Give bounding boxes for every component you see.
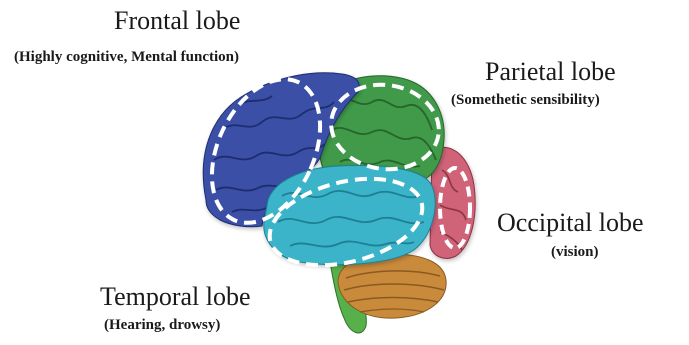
temporal-lobe-description: (Hearing, drowsy) [104, 317, 220, 334]
parietal-lobe-description: (Somethetic sensibility) [451, 92, 600, 109]
parietal-lobe-name: Parietal lobe [485, 57, 616, 87]
frontal-lobe-description: (Highly cognitive, Mental function) [14, 49, 239, 66]
occipital-lobe-name: Occipital lobe [497, 208, 644, 238]
temporal-lobe-name: Temporal lobe [100, 282, 251, 312]
temporal-lobe [264, 166, 435, 265]
occipital-lobe-description: (vision) [551, 244, 599, 261]
frontal-lobe-name: Frontal lobe [114, 6, 240, 36]
